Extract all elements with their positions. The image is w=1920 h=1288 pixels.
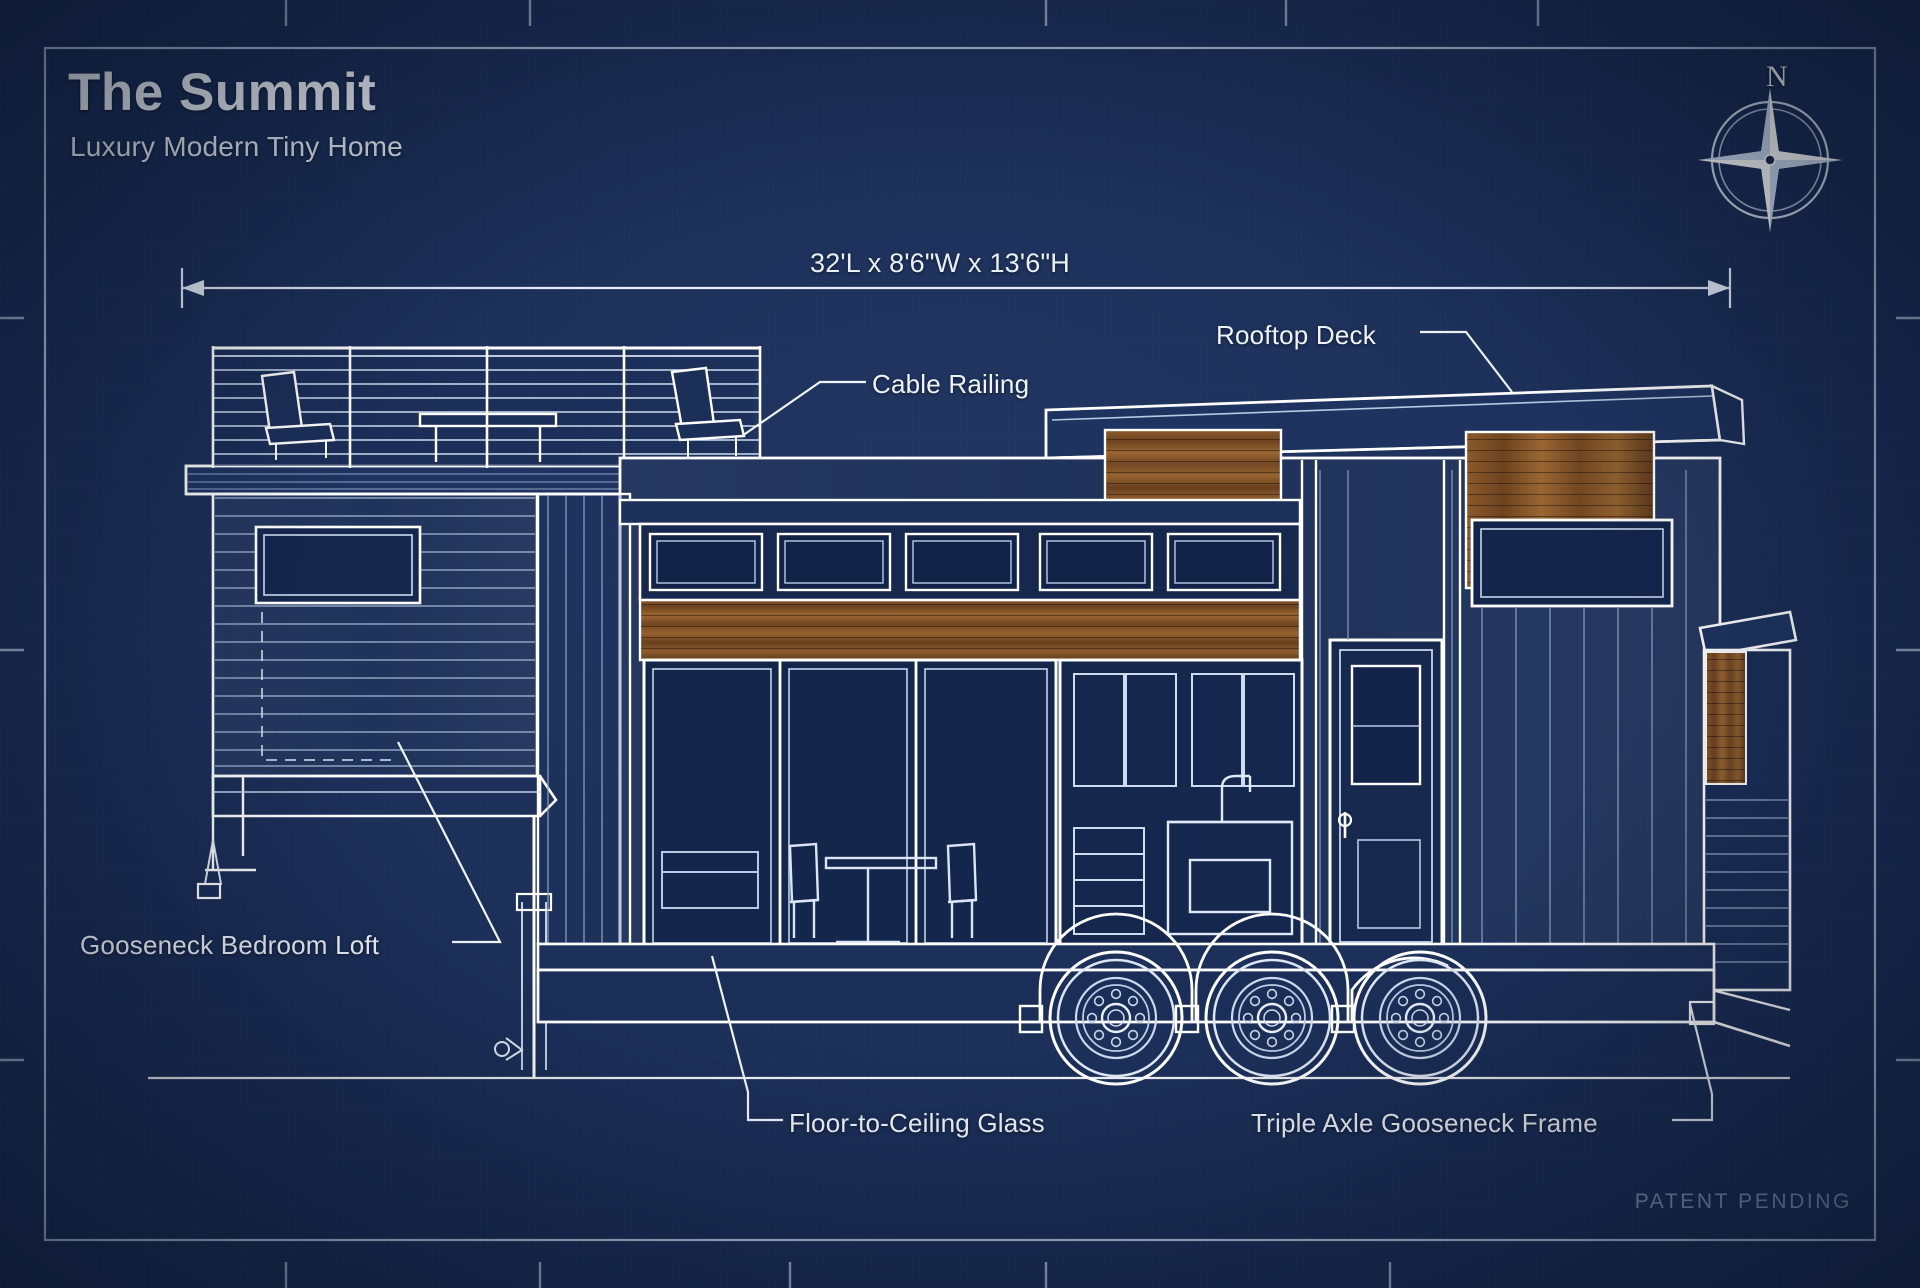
overall-dimension-line: [180, 268, 1732, 308]
tiny-home-elevation: [148, 346, 1798, 1086]
floor-to-ceiling-glass: [642, 658, 1058, 954]
deck-chair-left: [260, 370, 336, 460]
main-body: [536, 383, 1798, 1012]
kitchen-sink: [1166, 774, 1294, 936]
callout-gooseneck-bedroom-loft: Gooseneck Bedroom Loft: [80, 930, 380, 960]
leader-glass: [710, 955, 783, 1122]
compass-north-label: N: [1766, 60, 1788, 93]
page-title: The Summit: [68, 63, 377, 122]
gooseneck-hitch: [211, 774, 558, 1078]
triple-axle-gooseneck-frame: [536, 912, 1791, 1086]
vertical-siding-left: [547, 494, 621, 944]
page-subtitle: Luxury Modern Tiny Home: [70, 131, 403, 162]
right-window: [1470, 518, 1674, 608]
callout-rooftop-deck: Rooftop Deck: [1216, 320, 1376, 350]
callout-floor-to-ceiling-glass: Floor-to-Ceiling Glass: [789, 1108, 1045, 1138]
kitchen-drawers: [1073, 827, 1145, 935]
callout-cable-railing: Cable Railing: [872, 369, 1030, 399]
callout-triple-axle-gooseneck-frame: Triple Axle Gooseneck Frame: [1251, 1108, 1598, 1138]
patent-watermark: PATENT PENDING: [1634, 1190, 1852, 1213]
kitchen-bay: [1058, 658, 1304, 954]
leader-cable-railing: [741, 380, 866, 437]
entry-door: [1328, 638, 1444, 954]
leader-gooseneck-loft: [397, 741, 502, 944]
interior-dining-set: [788, 842, 978, 944]
wood-accent-band: [638, 596, 1302, 662]
vertical-siding-right: [1319, 470, 1687, 950]
clerestory-window-band: [638, 522, 1302, 602]
deck-chair-right: [670, 366, 746, 458]
rear-bumpout: [1698, 610, 1798, 1012]
leader-rooftop-deck: [1420, 330, 1513, 393]
overall-dimensions-label: 32'L x 8'6"W x 13'6"H: [810, 248, 1070, 278]
gooseneck-bedroom-loft: [184, 464, 548, 900]
callout-leaders: [397, 330, 1714, 1122]
wood-accent-upper: [1103, 428, 1283, 512]
interior-sofa: [661, 851, 759, 909]
deck-table: [418, 412, 558, 462]
leader-triple-axle: [1672, 1003, 1714, 1122]
compass-rose: [1698, 88, 1842, 232]
